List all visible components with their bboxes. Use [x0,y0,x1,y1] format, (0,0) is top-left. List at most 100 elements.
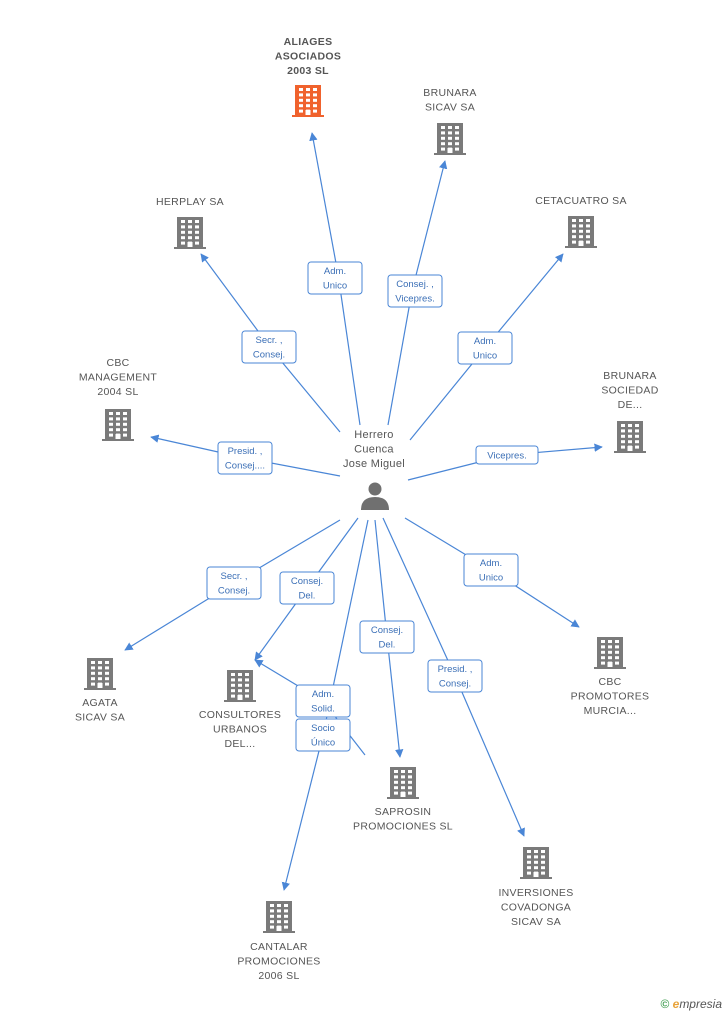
brand-e-mark: e [672,997,680,1011]
company-label-line: 2006 SL [258,970,299,982]
role-badge[interactable]: Adm.Solid. [295,684,351,718]
company-label-line: PROMOCIONES [237,956,320,968]
role-badge-text: Consej.... [225,461,265,472]
building-icon [565,216,597,248]
company-label-line: CBC [598,676,621,688]
building-icon [224,670,256,702]
company-label: BRUNARA SICAV SA [423,87,476,114]
role-badge-text: Unico [479,573,503,584]
building-icon [174,217,206,249]
role-badge-text: Consej. , [396,279,434,290]
company-label-line: COVADONGA [501,902,571,914]
company-label-line: SICAV SA [425,102,475,114]
person-icon [361,482,389,510]
company-node-herplay[interactable]: HERPLAY SA [156,196,224,249]
role-badge-text: Del. [299,591,316,602]
role-badge-text: Adm. [324,266,346,277]
company-label-line: HERPLAY SA [156,196,224,208]
role-badge-text: Adm. [480,558,502,569]
company-label-line: AGATA [82,697,118,709]
person-name-line: Herrero [354,429,393,441]
company-node-cetacuatro[interactable]: CETACUATRO SA [535,195,627,248]
role-badge[interactable]: Vicepres. [475,445,539,465]
person-name-line: Cuenca [354,444,394,456]
company-label: CANTALAR PROMOCIONES 2006 SL [237,941,320,982]
company-node-aliages[interactable]: ALIAGES ASOCIADOS 2003 SL [275,36,341,117]
company-label: SAPROSIN PROMOCIONES SL [353,806,453,833]
company-node-cbc-promotores[interactable]: CBC PROMOTORES MURCIA... [571,637,650,717]
company-label-line: DEL... [225,738,256,750]
company-node-saprosin[interactable]: SAPROSIN PROMOCIONES SL [353,767,453,833]
role-badge[interactable]: Secr. ,Consej. [206,566,262,600]
role-badge-text: Vicepres. [487,451,526,462]
company-label-line: CANTALAR [250,941,308,953]
company-label-line: 2003 SL [287,65,329,77]
role-badge[interactable]: Consej. ,Vicepres. [387,274,443,308]
building-icon [102,409,134,441]
role-badge[interactable]: Adm. Unico [307,261,363,295]
role-badge-text: Socio [311,723,335,734]
building-icon [614,421,646,453]
company-label: CETACUATRO SA [535,195,627,207]
company-label: INVERSIONES COVADONGA SICAV SA [498,887,573,928]
person-name-line: Jose Miguel [343,458,405,470]
company-label-line: BRUNARA [603,370,656,382]
role-badge[interactable]: Consej.Del. [359,620,415,654]
building-icon [263,901,295,933]
company-label: BRUNARA SOCIEDAD DE... [601,370,658,411]
company-label-line: SOCIEDAD [601,385,658,397]
role-badge[interactable]: Adm. Unico [457,331,513,365]
company-label-line: PROMOTORES [571,691,650,703]
company-label-line: ALIAGES [284,36,333,48]
role-badge-text: Único [311,738,335,749]
role-badge[interactable]: Presid. ,Consej.... [217,441,273,475]
company-label-line: MURCIA... [584,705,637,717]
company-label: CBC PROMOTORES MURCIA... [571,676,650,717]
company-label-line: INVERSIONES [498,887,573,899]
company-label-line: PROMOCIONES SL [353,821,453,833]
role-badge-text: Consej. [218,586,250,597]
company-label-line: BRUNARA [423,87,476,99]
copyright-symbol: © [660,997,670,1011]
building-icon [387,767,419,799]
company-label-line: CBC [106,357,129,369]
role-badge-text: Consej. [439,679,471,690]
role-badge-text: Del. [379,640,396,651]
company-node-agata[interactable]: AGATA SICAV SA [75,658,125,724]
role-badge-text: Presid. , [438,664,473,675]
company-label-line: SAPROSIN [375,806,432,818]
company-node-brunara-sicav[interactable]: BRUNARA SICAV SA [423,87,476,155]
company-label-line: SICAV SA [511,916,561,928]
company-label: HERPLAY SA [156,196,224,208]
role-badge[interactable]: Adm. Unico [463,553,519,587]
company-label-line: URBANOS [213,724,267,736]
building-icon [520,847,552,879]
company-label: CONSULTORESURBANOSDEL... [199,709,281,750]
company-node-inversiones[interactable]: INVERSIONES COVADONGA SICAV SA [498,847,573,928]
company-label-line: 2004 SL [97,386,138,398]
empresia-watermark: © empresia [660,997,722,1011]
company-label-line: ASOCIADOS [275,51,341,63]
company-label-line: DE... [618,399,643,411]
company-label-line: SICAV SA [75,712,125,724]
role-badge-text: Adm. [474,336,496,347]
role-badge[interactable]: Consej.Del. [279,571,335,605]
role-badge-text: Unico [473,351,497,362]
company-node-brunara-sociedad[interactable]: BRUNARA SOCIEDAD DE... [601,370,658,453]
building-icon [292,85,324,117]
company-label: ALIAGES ASOCIADOS 2003 SL [275,36,341,77]
company-node-consultores[interactable]: CONSULTORESURBANOSDEL... [199,670,281,750]
company-node-cantalar[interactable]: CANTALAR PROMOCIONES 2006 SL [237,901,320,982]
role-badge[interactable]: Secr. ,Consej. [241,330,297,364]
role-badge-text: Unico [323,281,347,292]
company-label-line: CETACUATRO SA [535,195,627,207]
company-label: AGATA SICAV SA [75,697,125,724]
role-badge[interactable]: Presid. , Consej. [427,659,483,693]
role-badge-text: Secr. , [256,335,283,346]
